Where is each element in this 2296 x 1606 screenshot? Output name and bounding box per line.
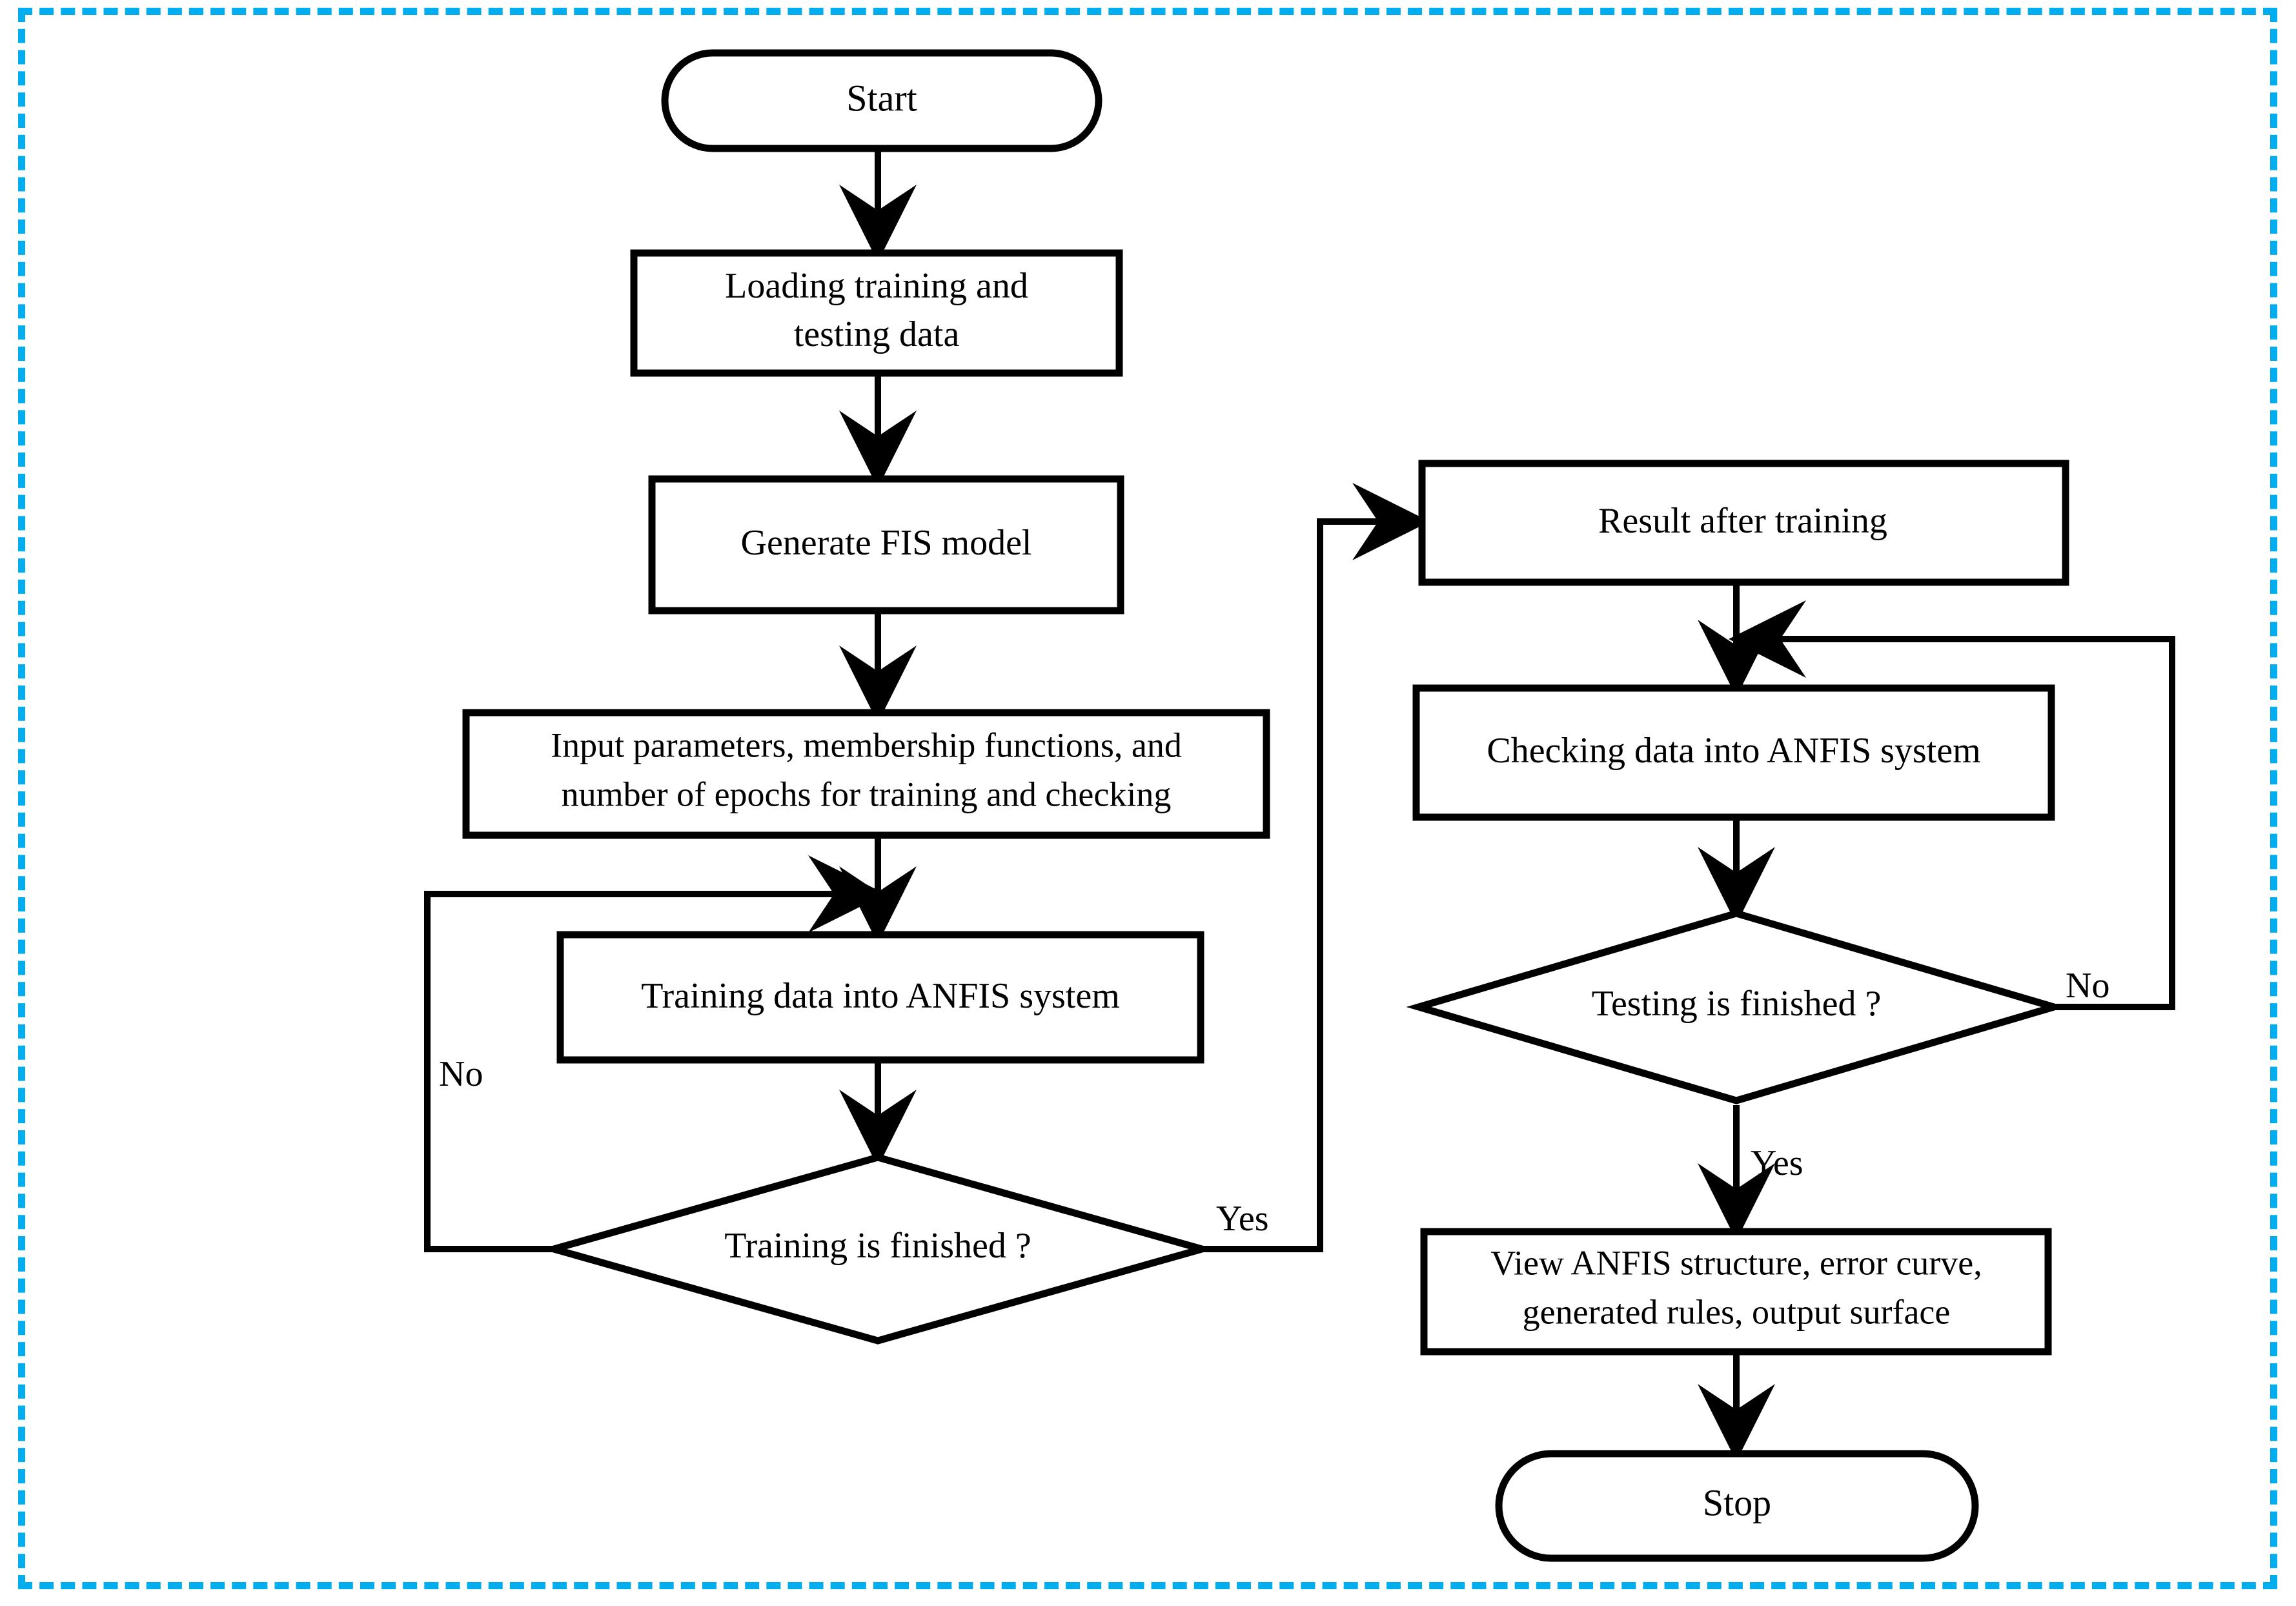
node-loading-data[interactable]: Loading training and testing data [630, 249, 1123, 377]
node-start-label: Start [846, 77, 917, 119]
node-generate-fis-label: Generate FIS model [741, 523, 1032, 563]
node-stop[interactable]: Stop [1495, 1450, 1979, 1562]
node-training-data-label: Training data into ANFIS system [641, 976, 1120, 1016]
edge-label-training-yes: Yes [1216, 1199, 1268, 1239]
node-stop-label: Stop [1703, 1481, 1771, 1523]
node-testing-decision[interactable]: Testing is finished ? [1406, 910, 2067, 1104]
dashed-border-frame [18, 8, 2277, 1589]
node-training-decision-label: Training is finished ? [724, 1226, 1031, 1266]
edge-training-no-loop [424, 855, 886, 1252]
edge-label-testing-yes: Yes [1751, 1143, 1803, 1183]
edge-training-yes-to-result [1201, 483, 1430, 1252]
node-testing-decision-label: Testing is finished ? [1592, 984, 1882, 1024]
node-checking-data[interactable]: Checking data into ANFIS system [1412, 684, 2055, 821]
node-start[interactable]: Start [661, 49, 1102, 152]
node-loading-label-line2: testing data [794, 314, 960, 354]
node-input-parameters[interactable]: Input parameters, membership functions, … [462, 709, 1270, 839]
node-training-data[interactable]: Training data into ANFIS system [556, 931, 1204, 1064]
node-result-label: Result after training [1598, 501, 1887, 541]
node-checking-data-label: Checking data into ANFIS system [1487, 731, 1980, 771]
node-input-label-line1: Input parameters, membership functions, … [551, 726, 1182, 764]
edge-label-testing-no: No [2066, 966, 2109, 1006]
edge-testing-no-loop [1729, 600, 2175, 1010]
node-input-label-line2: number of epochs for training and checki… [562, 775, 1172, 813]
node-view-anfis-label-line2: generated rules, output surface [1523, 1292, 1951, 1331]
node-training-decision[interactable]: Training is finished ? [540, 1154, 1215, 1345]
node-view-anfis[interactable]: View ANFIS structure, error curve, gener… [1420, 1228, 2052, 1356]
node-loading-label-line1: Loading training and [725, 266, 1028, 306]
node-result-after-training[interactable]: Result after training [1418, 460, 2069, 586]
edge-label-training-no: No [439, 1054, 483, 1094]
node-generate-fis[interactable]: Generate FIS model [648, 475, 1124, 615]
node-view-anfis-label-line1: View ANFIS structure, error curve, [1490, 1243, 1982, 1282]
